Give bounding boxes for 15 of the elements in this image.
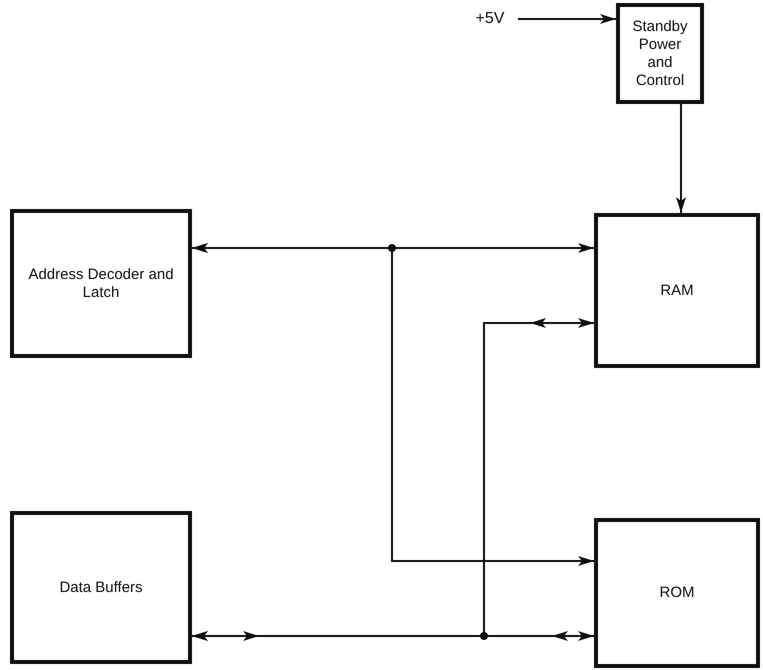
bus-arrow	[676, 104, 686, 213]
block-label: ROM	[658, 584, 696, 602]
block-box	[594, 213, 760, 368]
bus-arrow	[518, 14, 616, 24]
block-label: RAM	[659, 282, 695, 300]
bus-arrow	[192, 243, 594, 566]
block-box	[616, 3, 704, 104]
block-box	[10, 209, 192, 358]
block-label: Address Decoder and Latch	[27, 266, 175, 302]
block-label: Data Buffers	[58, 578, 144, 596]
block-box	[594, 518, 760, 668]
voltage-label: +5V	[466, 8, 514, 30]
block-label: Standby Power and Control	[631, 18, 689, 90]
bus-arrow	[192, 318, 594, 641]
block-box	[10, 511, 192, 664]
